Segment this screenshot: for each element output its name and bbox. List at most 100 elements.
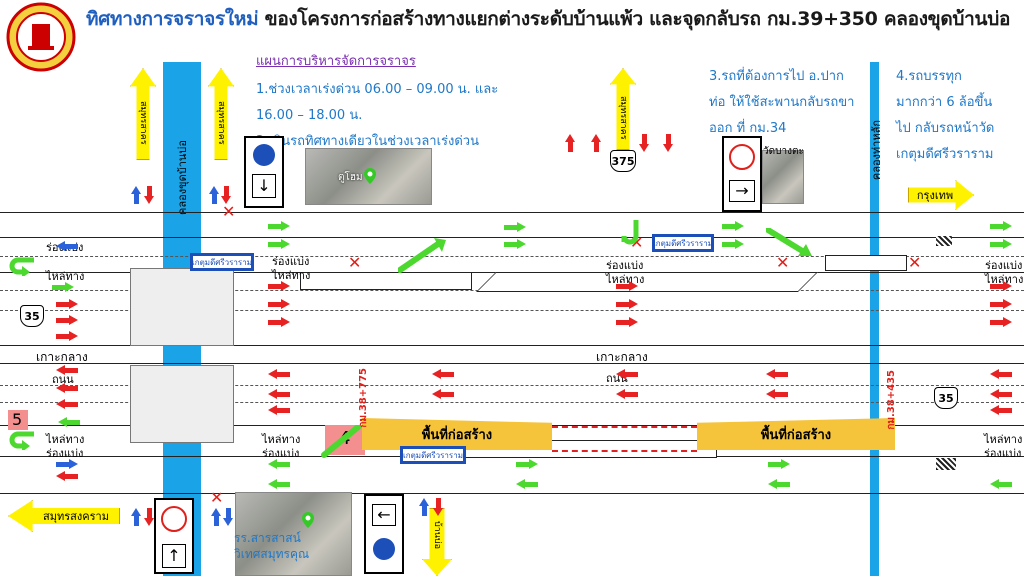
lane-arrow-down	[433, 498, 443, 516]
direction-label: บ้านบ่อ	[432, 520, 442, 550]
lane-arrow-right	[990, 221, 1012, 231]
tukom-label: ตูโฮม	[338, 172, 363, 183]
direction-label: สมุทรสาคร	[138, 101, 148, 145]
lane-arrow-up	[131, 508, 141, 526]
lane-arrow-left	[58, 417, 80, 427]
school-name-2: วิเทศสมุทรคุณ	[234, 547, 310, 561]
title-highlight: ทิศทางการจราจรใหม่	[86, 8, 259, 30]
road-edge	[0, 345, 1024, 346]
intersection-block	[130, 365, 234, 443]
note-4-line-4: เกตุมดีศรีวราราม	[896, 147, 994, 162]
lane-label-lai-thang: ไหล่ทาง	[262, 433, 301, 446]
direction-arrow-up: สมุทรสาคร	[130, 68, 156, 160]
diagonal-arrow-icon	[765, 227, 814, 258]
lane-arrow-right	[516, 459, 538, 469]
lane-arrow-right-blue	[56, 459, 78, 469]
lane-arrow-right	[268, 239, 290, 249]
turn-left-icon	[373, 538, 395, 560]
lane-arrow-left-closed	[432, 389, 454, 399]
construction-zone-right: พื้นที่ก่อสร้าง	[697, 418, 895, 450]
map-pin-icon	[364, 168, 376, 184]
prohibited-x-icon: ✕	[908, 253, 922, 272]
lane-arrow-up	[211, 508, 221, 526]
direction-arrow-up: สมุทรสาคร	[208, 68, 234, 160]
lane-arrow-right-closed	[990, 299, 1012, 309]
prohibited-x-icon: ✕	[776, 253, 790, 272]
lane-arrow-right-closed	[990, 281, 1012, 291]
lane-arrow-left-closed	[432, 369, 454, 379]
lane-arrow-left-closed	[56, 365, 78, 375]
road-sign-no-left: →	[722, 136, 762, 212]
note-4: 4.รถบรรทุก มากกว่า 6 ล้อขึ้น ไป กลับรถหน…	[896, 64, 1024, 168]
lane-arrow-left	[268, 459, 290, 469]
lane-arrow-down	[639, 134, 649, 152]
construction-zone-left: พื้นที่ก่อสร้าง	[362, 418, 552, 450]
plan-line-2: 16.00 – 18.00 น.	[256, 108, 363, 123]
lane-arrow-up	[131, 186, 141, 204]
direction-sign-text: เกตุมดีศรีวราราม	[653, 238, 713, 248]
lane-arrow-left	[516, 479, 538, 489]
lane-arrow-left	[990, 479, 1012, 489]
lane-divider	[0, 310, 1024, 311]
page-title: ทิศทางการจราจรใหม่ ของโครงการก่อสร้างทาง…	[86, 4, 1010, 34]
lane-arrow-right	[722, 239, 744, 249]
no-turn-icon	[161, 506, 187, 532]
prohibited-x-icon: ✕	[348, 253, 362, 272]
lane-label-lai-thang: ไหล่ทาง	[46, 270, 85, 283]
direction-sign-ket: เกตุมดีศรีวราราม	[652, 234, 714, 252]
note-3-line-1: 3.รถที่ต้องการไป อ.ปาก	[709, 69, 844, 84]
lane-arrow-right-closed	[616, 299, 638, 309]
title-rest: ของโครงการก่อสร้างทางแยกต่างระดับบ้านแพ้…	[258, 8, 1011, 30]
arrow-up-icon: ↑	[162, 544, 186, 568]
direction-arrow-bangkok: กรุงเทพ	[908, 180, 974, 210]
direction-sign-ket: เกตุมดีศรีวราราม	[190, 253, 254, 271]
lane-label-rong-baeng: ร่องแบ่ง	[984, 447, 1022, 460]
lane-label-lai-thang: ไหล่ทาง	[984, 433, 1023, 446]
median-island	[476, 272, 818, 292]
direction-sign-ket: เกตุมดีศรีวราราม	[400, 446, 466, 464]
lane-arrow-right	[990, 239, 1012, 249]
turn-left-icon	[253, 144, 275, 166]
school-label: รร.สารสาสน์ วิเทศสมุทรคุณ	[234, 530, 309, 562]
lane-label-lai-thang: ไหล่ทาง	[272, 269, 311, 282]
arrow-down-icon: ↓	[252, 174, 276, 198]
intersection-block	[130, 268, 234, 346]
construction-boundary	[552, 426, 697, 428]
lane-arrow-down	[663, 134, 673, 152]
lane-arrow-up	[419, 498, 429, 516]
lane-arrow-up	[565, 134, 575, 152]
right-canal	[870, 62, 879, 576]
lane-arrow-left-closed	[56, 399, 78, 409]
lane-arrow-left-closed	[268, 369, 290, 379]
plan-line-1: 1.ช่วงเวลาเร่งด่วน 06.00 – 09.00 น. และ	[256, 82, 499, 97]
direction-label: สมุทรสาคร	[618, 96, 628, 140]
lane-arrow-left-closed	[56, 383, 78, 393]
lane-divider	[0, 402, 1024, 403]
map-pin-icon	[302, 512, 314, 528]
prohibited-x-icon: ✕	[210, 488, 224, 507]
marker-5: 5	[12, 410, 23, 429]
lane-arrow-right-closed	[268, 281, 290, 291]
road-edge	[0, 363, 1024, 364]
lane-arrow-right-closed	[616, 317, 638, 327]
direction-label: กรุงเทพ	[916, 189, 954, 202]
u-turn-icon	[618, 218, 644, 248]
lane-arrow-left-closed	[766, 369, 788, 379]
organization-logo	[6, 2, 76, 72]
lane-arrow-right-closed	[56, 331, 78, 341]
diagonal-arrow-icon	[318, 424, 362, 459]
lane-arrow-right-closed	[268, 299, 290, 309]
median-label: เกาะกลาง	[596, 350, 648, 364]
lane-label-rong-baeng: ร่องแบ่ง	[46, 447, 84, 460]
km-marker-a: กม.38+775	[358, 368, 369, 428]
road-label: ถนน	[52, 373, 74, 386]
lane-arrow-right-closed	[56, 299, 78, 309]
u-turn-icon	[8, 256, 36, 278]
median-island	[300, 272, 472, 290]
note-4-line-3: ไป กลับรถหน้าวัด	[896, 121, 995, 136]
note-3-line-2: ท่อ ให้ใช้สะพานกลับรถขา	[709, 95, 855, 110]
construction-boundary	[552, 450, 697, 452]
plan-heading: แผนการบริหารจัดการจราจร	[256, 54, 416, 69]
lane-arrow-right-closed	[616, 281, 638, 291]
map-photo-wat	[762, 150, 804, 204]
